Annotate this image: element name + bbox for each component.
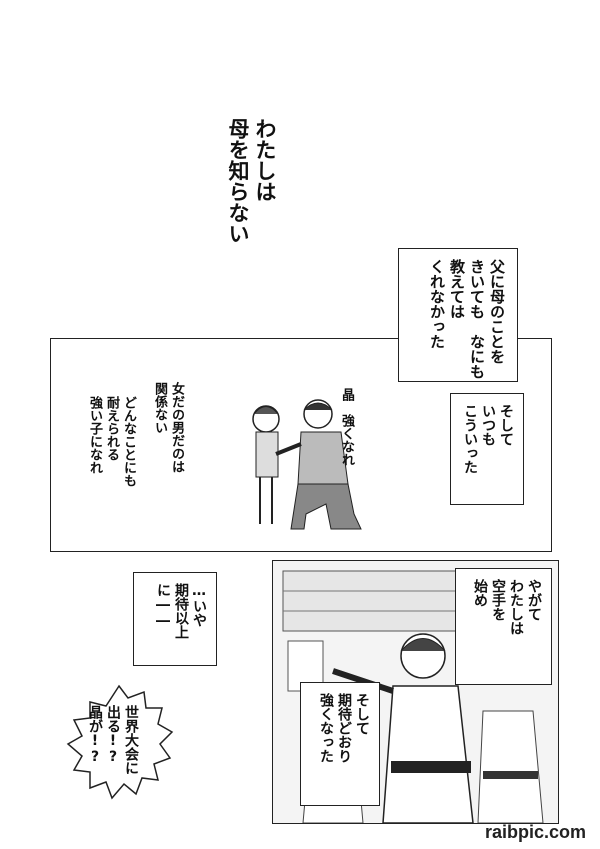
always-line-2: いつも (480, 404, 496, 446)
strong-line-3: 強くなった (318, 693, 334, 763)
narration-box-father: 父に母のことを きいても なにも 教えては くれなかった (398, 248, 518, 382)
always-line-3: こういった (462, 404, 478, 474)
top-narration: わたしは 母を知らない (224, 118, 278, 244)
karate-line-4: 始め (472, 579, 488, 607)
speech-be-strong: 晶 強くなれ (338, 388, 354, 466)
beyond-line-3: に―― (155, 583, 171, 629)
father-daughter-illustration (252, 399, 362, 530)
karate-line-2: わたしは (508, 579, 524, 635)
top-narration-line-2: 母を知らない (226, 118, 250, 244)
top-narration-line-1: わたしは (253, 118, 277, 202)
speech-endure: どんなことにも 耐えられる 強い子になれ (86, 396, 137, 487)
speech-be-strong-line: 晶 強くなれ (339, 388, 354, 466)
karate-line-1: やがて (526, 579, 542, 621)
narration-box-beyond: …いや 期待以上 に―― (133, 572, 217, 666)
narration-box-always: そして いつも こういった (450, 393, 524, 505)
speech-endure-line-2: 耐えられる (104, 396, 119, 461)
exclamation-text: 世界大会に 出る!? 晶が!? (86, 705, 140, 775)
strong-line-2: 期待どおり (336, 693, 352, 763)
exclamation-line-1: 世界大会に (123, 705, 139, 775)
narration-box-strong: そして 期待どおり 強くなった (300, 682, 380, 806)
strong-line-1: そして (354, 693, 370, 735)
father-line-1: 父に母のことを (488, 259, 506, 364)
exclamation-line-2: 出る!? (105, 705, 121, 765)
exclamation-line-3: 晶が!? (87, 705, 103, 765)
speech-gender: 女だの男だのは 関係ない (151, 382, 185, 473)
father-line-4: くれなかった (428, 259, 446, 349)
always-line-1: そして (498, 404, 514, 446)
karate-line-3: 空手を (490, 579, 506, 621)
beyond-line-2: 期待以上 (173, 583, 189, 639)
beyond-line-1: …いや (191, 583, 207, 627)
exclamation-bubble (66, 684, 174, 800)
speech-gender-line-1: 女だの男だのは (169, 382, 184, 473)
speech-endure-line-1: どんなことにも (121, 396, 136, 487)
site-watermark: raibpic.com (484, 822, 586, 842)
speech-gender-line-2: 関係ない (152, 382, 167, 434)
narration-box-karate: やがて わたしは 空手を 始め (455, 568, 552, 685)
speech-endure-line-3: 強い子になれ (87, 396, 102, 474)
father-line-3: 教えては (448, 259, 466, 319)
father-line-2: きいても なにも (468, 259, 486, 379)
